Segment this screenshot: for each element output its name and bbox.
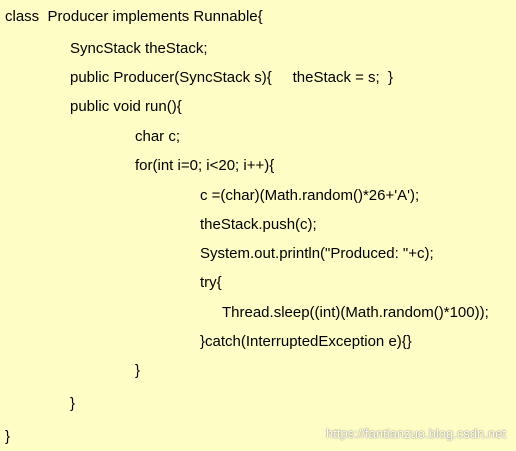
code-line-catch: }catch(InterruptedException e){} — [200, 333, 412, 350]
code-line-for-close: } — [135, 362, 141, 379]
code-line-println: System.out.println("Produced: "+c); — [200, 245, 434, 262]
code-line-run-method: public void run(){ — [70, 98, 182, 115]
code-line-for-loop: for(int i=0; i<20; i++){ — [135, 157, 275, 174]
code-line-char-variable: char c; — [135, 128, 181, 145]
code-line-try: try{ — [200, 274, 222, 291]
code-line-run-close: } — [70, 395, 76, 412]
code-line-thread-sleep: Thread.sleep((int)(Math.random()*100)); — [222, 304, 489, 321]
code-line-stack-push: theStack.push(c); — [200, 216, 317, 233]
code-line-constructor: public Producer(SyncStack s){ theStack =… — [70, 69, 394, 86]
code-line-class-declaration: class Producer implements Runnable{ — [5, 8, 263, 25]
site-watermark: https://fantianzuo.blog.csdn.net — [326, 426, 506, 441]
code-line-class-close: } — [5, 428, 11, 445]
code-line-random-char: c =(char)(Math.random()*26+'A'); — [200, 187, 420, 204]
code-line-field-declaration: SyncStack theStack; — [70, 40, 208, 57]
